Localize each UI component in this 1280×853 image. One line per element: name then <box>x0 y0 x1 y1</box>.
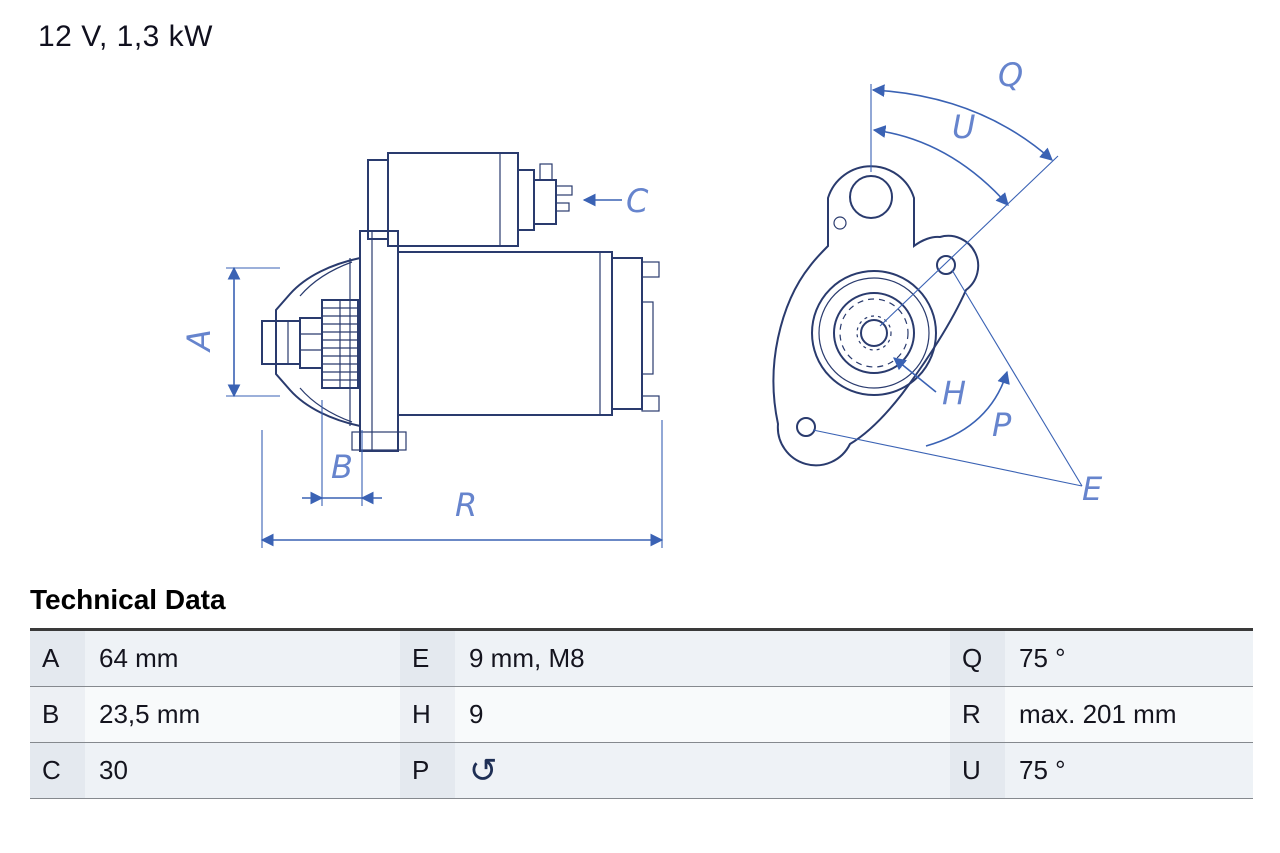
table-row: B 23,5 mm H 9 R max. 201 mm <box>30 687 1253 743</box>
dim-label-c: C <box>626 182 649 220</box>
shaft-end <box>261 320 301 365</box>
spec-key: C <box>30 743 85 798</box>
dim-b: B <box>302 400 382 506</box>
spec-value: 64 mm <box>85 631 400 686</box>
center-boss <box>811 270 937 396</box>
dim-label-e: E <box>1082 470 1103 508</box>
spec-key: B <box>30 687 85 742</box>
dim-label-u: U <box>952 108 975 146</box>
dim-p: P <box>925 370 1012 447</box>
spec-key: R <box>950 687 1005 742</box>
dim-label-b: B <box>331 448 353 486</box>
solenoid <box>367 152 573 247</box>
dim-label-a: A <box>180 329 218 353</box>
page-title: 12 V, 1,3 kW <box>38 20 213 53</box>
pinion-gear <box>299 299 359 389</box>
side-view: A B C R <box>180 152 664 548</box>
dim-q: Q <box>870 56 1059 327</box>
small-hole <box>833 216 847 230</box>
spec-key: P <box>400 743 455 798</box>
dim-u: U <box>872 108 1009 206</box>
dim-e: E <box>812 269 1103 508</box>
dim-label-p: P <box>992 406 1012 444</box>
ear-hole <box>849 175 893 219</box>
front-view: Q U H P E <box>772 56 1103 508</box>
dim-label-q: Q <box>998 56 1023 94</box>
spec-value: 75 ° <box>1005 631 1253 686</box>
dim-c: C <box>582 182 649 220</box>
motor-body <box>397 251 660 416</box>
spec-key: Q <box>950 631 1005 686</box>
spec-table: A 64 mm E 9 mm, M8 Q 75 ° B 23,5 mm H 9 … <box>30 628 1253 799</box>
dim-label-h: H <box>942 374 966 412</box>
technical-data-section: Technical Data A 64 mm E 9 mm, M8 Q 75 °… <box>30 584 1253 799</box>
spec-key: E <box>400 631 455 686</box>
spec-key: U <box>950 743 1005 798</box>
table-row: A 64 mm E 9 mm, M8 Q 75 ° <box>30 631 1253 687</box>
dim-r: R <box>260 420 664 548</box>
mount-hole-left <box>796 417 816 437</box>
spec-key: H <box>400 687 455 742</box>
table-row: C 30 P ↺ U 75 ° <box>30 743 1253 799</box>
ccw-rotation-icon: ↺ <box>455 743 950 798</box>
dim-label-r: R <box>455 486 477 524</box>
flange-plate <box>772 165 980 467</box>
spec-value: 23,5 mm <box>85 687 400 742</box>
dim-a: A <box>180 266 280 398</box>
spec-value: 9 mm, M8 <box>455 631 950 686</box>
spec-key: A <box>30 631 85 686</box>
starter-motor-drawing: A B C R <box>180 56 1103 548</box>
dim-h: H <box>893 357 966 412</box>
spec-value: max. 201 mm <box>1005 687 1253 742</box>
spec-value: 9 <box>455 687 950 742</box>
spec-value: 30 <box>85 743 400 798</box>
table-heading: Technical Data <box>30 584 226 615</box>
spec-value: 75 ° <box>1005 743 1253 798</box>
mount-hole-right <box>936 255 956 275</box>
